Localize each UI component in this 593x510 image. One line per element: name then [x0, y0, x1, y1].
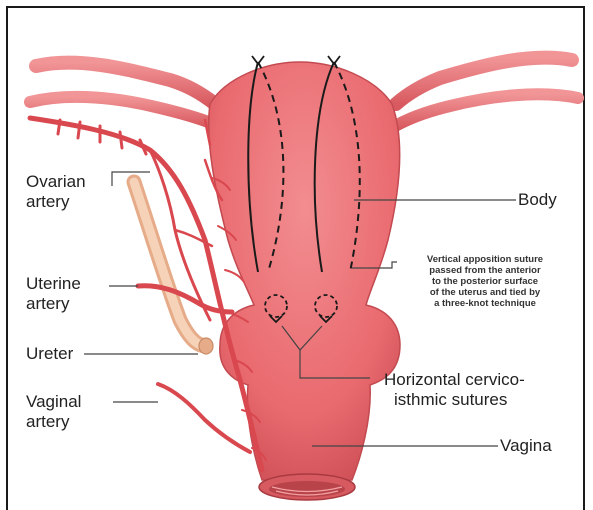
horizontal-sutures-label: Horizontal cervico- isthmic sutures: [384, 370, 525, 409]
ureter-label: Ureter: [26, 344, 73, 364]
ureter-end: [199, 338, 213, 354]
ovarian-artery-label-line1: Ovarian: [26, 172, 86, 192]
uterine-artery-label-line2: artery: [26, 294, 81, 314]
vagina-label: Vagina: [500, 436, 552, 456]
uterus-shape: [209, 62, 400, 480]
vaginal-artery-label-line2: artery: [26, 412, 81, 432]
ovarian-artery-label-line2: artery: [26, 192, 86, 212]
horizontal-sutures-label-line1: Horizontal cervico-: [384, 370, 525, 390]
uterine-artery-label-line1: Uterine: [26, 274, 81, 294]
body-label: Body: [518, 190, 557, 210]
ovarian-artery-label: Ovarian artery: [26, 172, 86, 211]
vaginal-artery-label: Vaginal artery: [26, 392, 81, 431]
horizontal-sutures-label-line2: isthmic sutures: [384, 390, 525, 410]
uterine-artery-label: Uterine artery: [26, 274, 81, 313]
vertical-suture-label-line5: a three-knot technique: [396, 299, 574, 310]
right-fallopian-tube-lower: [392, 94, 578, 128]
vertical-suture-label: Vertical apposition suture passed from t…: [396, 255, 574, 310]
vaginal-artery-label-line1: Vaginal: [26, 392, 81, 412]
